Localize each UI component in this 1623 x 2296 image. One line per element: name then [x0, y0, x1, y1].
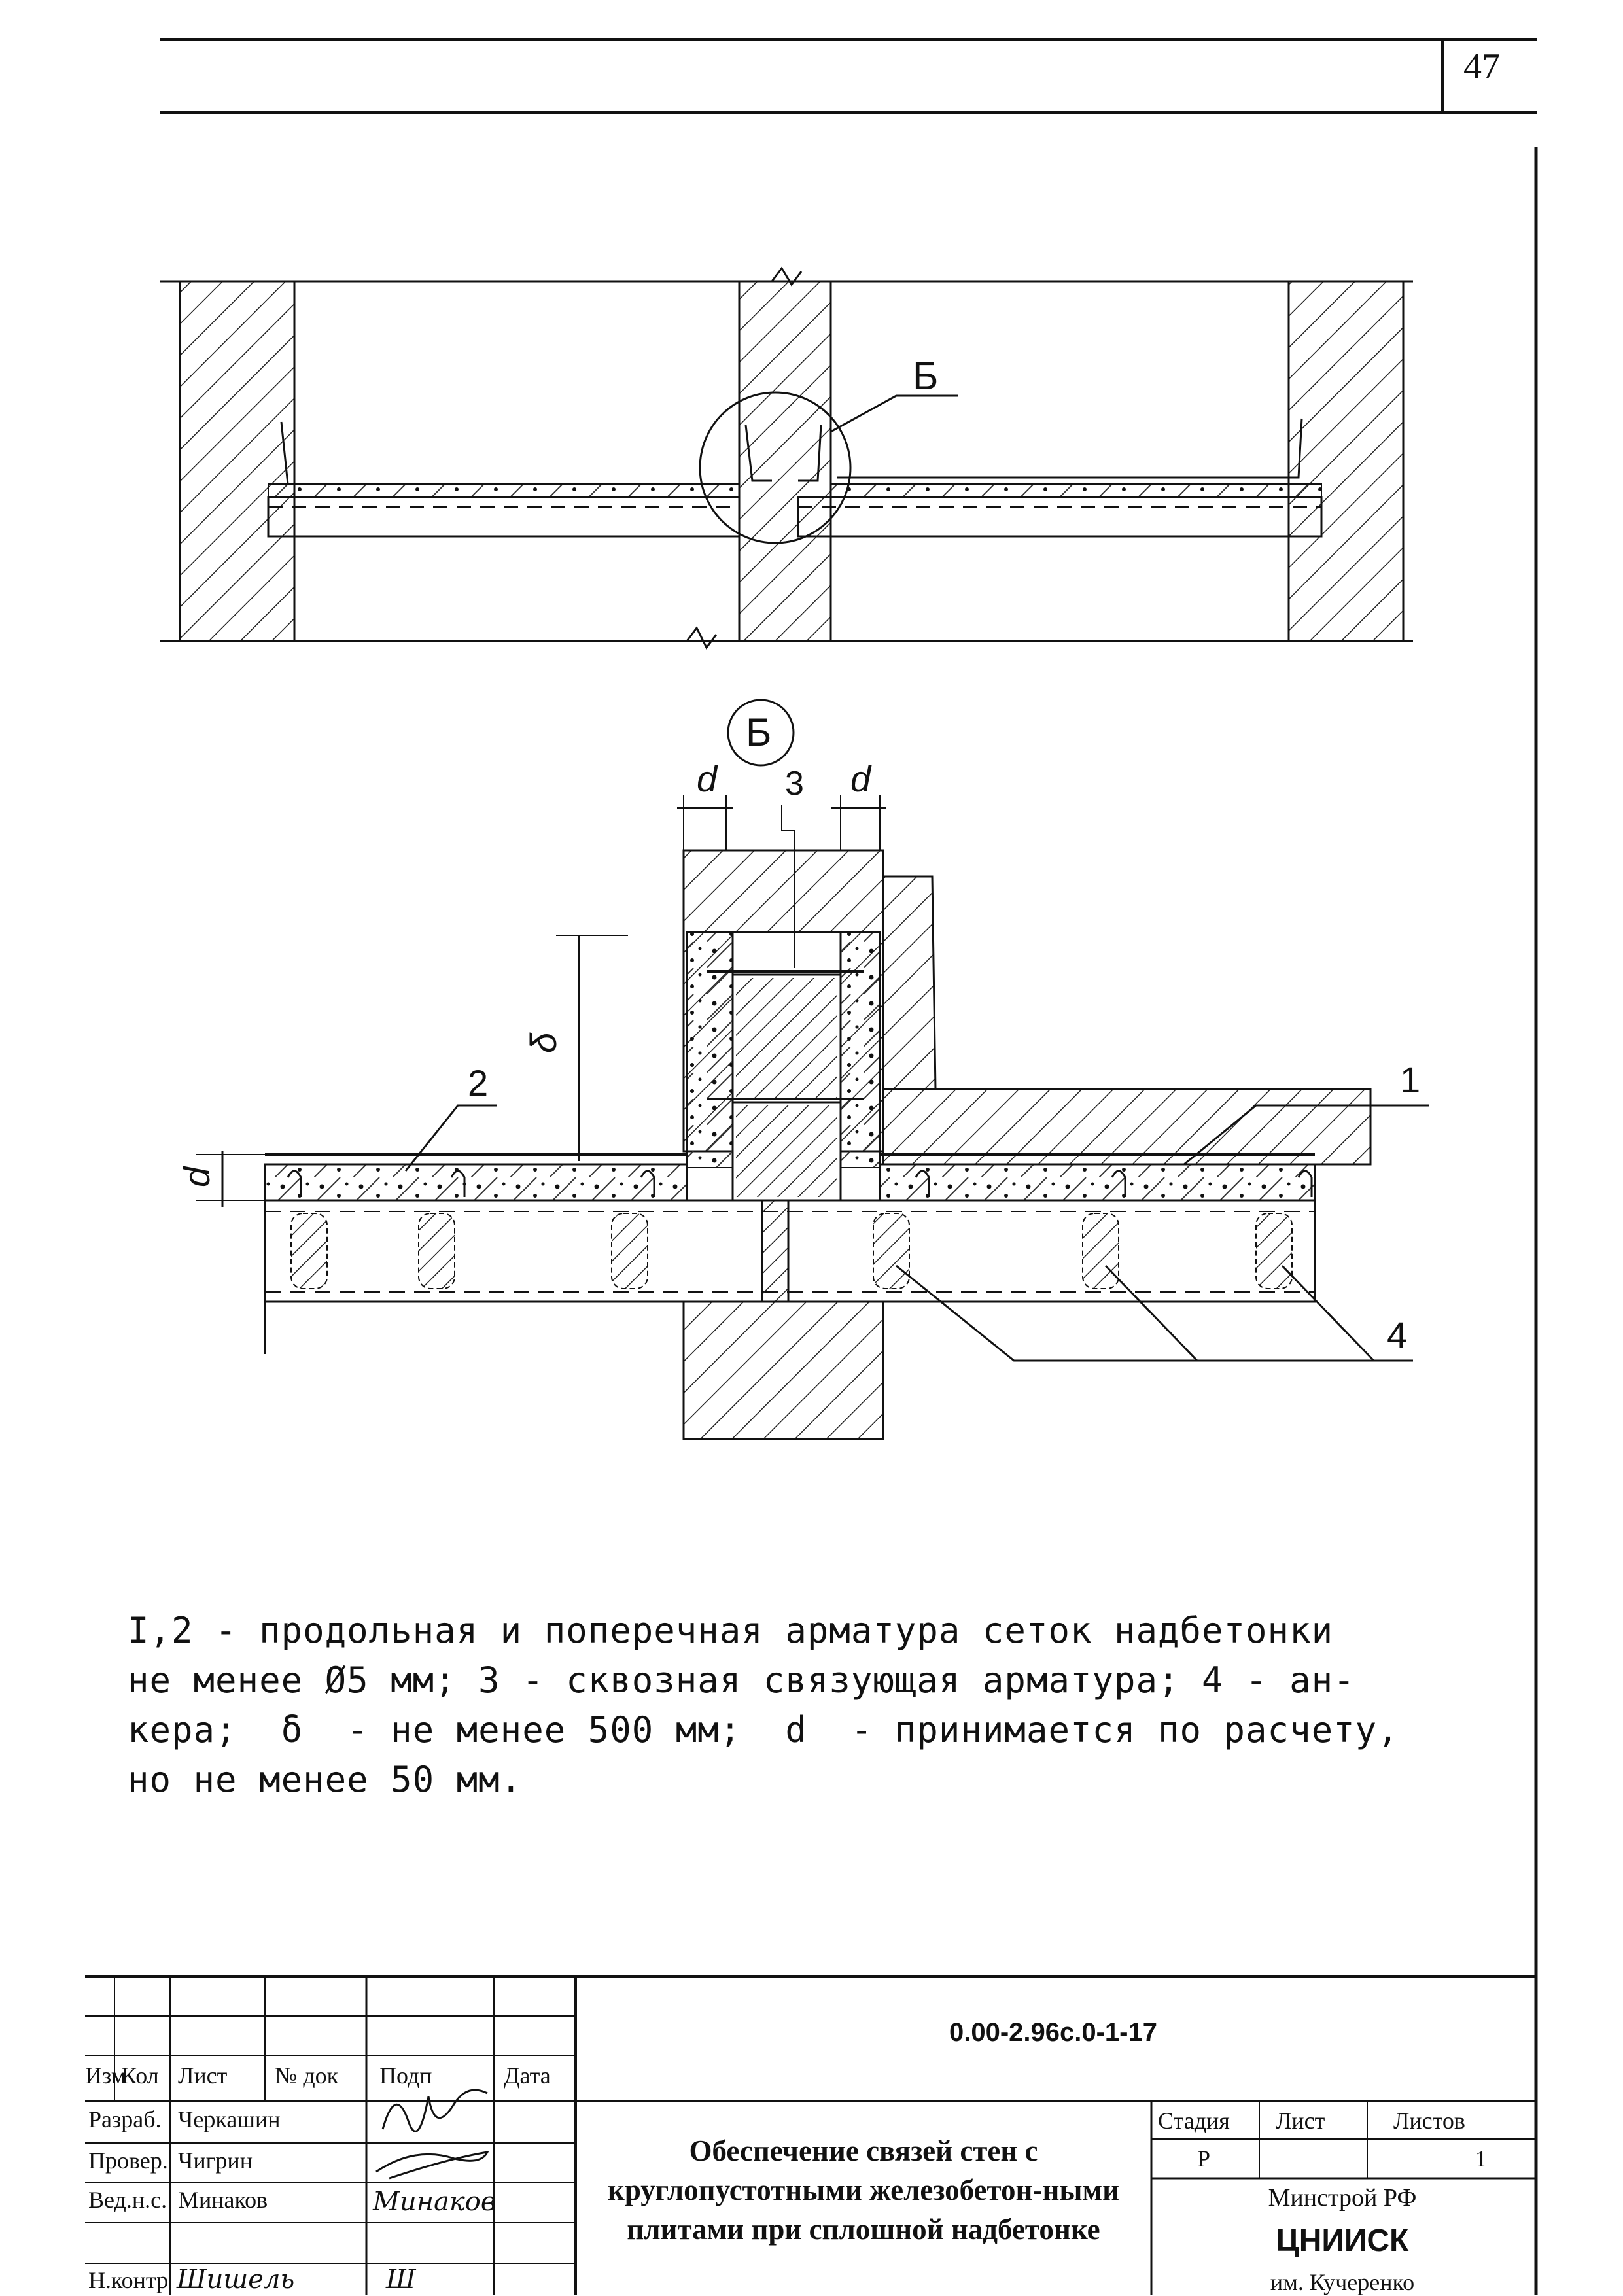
signature-scribbles — [375, 2089, 489, 2180]
name-lead: Минаков — [178, 2187, 268, 2213]
overview-section-drawing: Б — [160, 266, 1413, 650]
detail-callout-label: Б — [913, 354, 938, 398]
name-norm-control: Шишель — [177, 2265, 295, 2295]
signature-lead: Минаков — [373, 2187, 497, 2217]
header-date: Дата — [504, 2062, 551, 2089]
dim-d-vertical: d — [176, 1166, 217, 1187]
role-developer: Разраб. — [88, 2106, 162, 2132]
label-2: 2 — [468, 1062, 488, 1104]
label-3: 3 — [785, 765, 804, 803]
organization-sub: им. Кучеренко — [1270, 2269, 1415, 2295]
sheet-header: Лист — [1276, 2108, 1325, 2134]
signature-norm-control: Ш — [386, 2265, 416, 2295]
drawing-notes: I,2 - продольная и поперечная арматура с… — [128, 1610, 1399, 1800]
dim-d-left: d — [697, 758, 718, 799]
role-checker: Провер. — [88, 2148, 168, 2174]
document-title: Обеспечение связей стен с круглопустотны… — [607, 2134, 1120, 2246]
stage-value: Р — [1197, 2146, 1211, 2172]
organization: ЦНИИСК — [1276, 2223, 1409, 2258]
document-code: 0.00-2.96с.0-1-17 — [949, 2018, 1157, 2047]
header-doc-no: № док — [275, 2062, 339, 2089]
anchors — [290, 1213, 1293, 1289]
page-number: 47 — [1463, 46, 1500, 87]
label-4: 4 — [1387, 1314, 1407, 1355]
ministry: Минстрой РФ — [1268, 2184, 1417, 2212]
detail-b-drawing: Б — [176, 699, 1429, 1440]
sheets-value: 1 — [1475, 2146, 1487, 2172]
dim-d-right: d — [850, 758, 872, 799]
detail-title-label: Б — [746, 710, 771, 754]
header-kol: Кол — [121, 2062, 159, 2089]
name-developer: Черкашин — [178, 2106, 281, 2132]
sheets-header: Листов — [1393, 2108, 1465, 2134]
header-list: Лист — [178, 2062, 228, 2089]
label-1: 1 — [1400, 1059, 1420, 1100]
title-block-grid — [85, 1975, 1536, 2295]
header-sign: Подп — [379, 2062, 432, 2089]
header-izm: Изм — [85, 2062, 126, 2089]
stage-header: Стадия — [1158, 2108, 1230, 2134]
role-lead: Вед.н.с. — [88, 2187, 167, 2213]
role-norm-control: Н.контр — [88, 2267, 169, 2293]
dim-delta: δ — [523, 1032, 564, 1053]
name-checker: Чигрин — [178, 2148, 253, 2174]
sheet-frame — [160, 38, 1538, 2295]
